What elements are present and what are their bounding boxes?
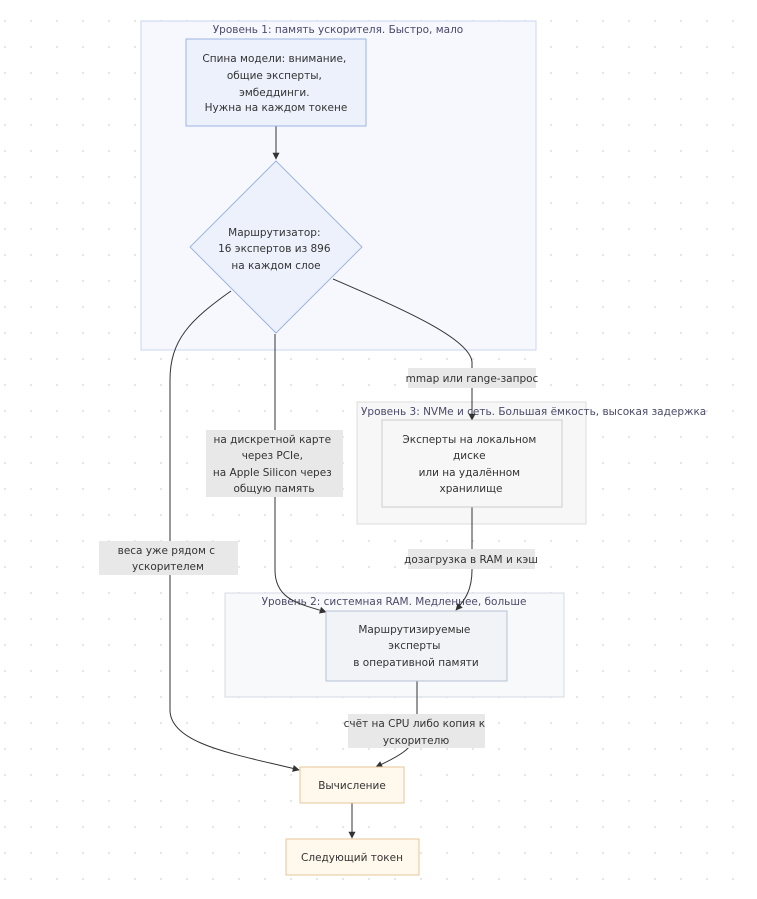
node-next-token-label: Следующий токен bbox=[301, 852, 403, 864]
node-backbone-line-4: Нужна на каждом токене bbox=[205, 102, 348, 114]
edge-label-near-line-1: веса уже рядом с bbox=[118, 545, 216, 557]
group-level3-title: Уровень 3: NVMe и сеть. Большая ёмкость,… bbox=[361, 406, 706, 418]
group-level1-title: Уровень 1: память ускорителя. Быстро, ма… bbox=[213, 24, 463, 36]
edge-label-pcie: на дискретной карте через PCIe, на Apple… bbox=[206, 430, 343, 497]
edge-label-cpu: счёт на CPU либо копия к ускорителю bbox=[344, 714, 489, 748]
edge-label-pcie-line-4: общую память bbox=[233, 483, 314, 495]
node-disk-experts-line-1: Эксперты на локальном bbox=[402, 434, 536, 446]
svg-text:на дискретной карте чере: на дискретной карте через PCIe, на Apple… bbox=[213, 434, 335, 495]
svg-text:Маршрутизатор: 16 экспер: Маршрутизатор: 16 экспертов из 896 на ка… bbox=[218, 227, 334, 272]
edge-label-pcie-line-1: на дискретной карте bbox=[214, 434, 332, 446]
svg-text:Маршрутизируемые эксперт: Маршрутизируемые эксперты в оперативной … bbox=[353, 624, 478, 669]
group-level2-title: Уровень 2: системная RAM. Медленнее, бол… bbox=[262, 596, 527, 608]
edge-disk-to-ram bbox=[455, 507, 473, 611]
edge-router-to-disk bbox=[332, 278, 476, 421]
node-next-token: Следующий токен bbox=[285, 838, 420, 876]
edge-label-mmap: mmap или range-запрос bbox=[406, 368, 539, 388]
node-backbone-line-2: общие эксперты, bbox=[227, 70, 322, 82]
node-ram-experts-line-3: в оперативной памяти bbox=[353, 657, 478, 669]
svg-text:веса уже рядом с ускорит: веса уже рядом с ускорителем bbox=[118, 545, 219, 573]
svg-text:Эксперты на локальном ди: Эксперты на локальном диске или на удалё… bbox=[402, 434, 539, 495]
svg-text:Спина модели: внимание,: Спина модели: внимание, общие эксперты, … bbox=[202, 53, 349, 114]
edge-label-cpu-line-1: счёт на CPU либо копия к bbox=[344, 718, 485, 730]
node-disk-experts-line-2: диске bbox=[453, 450, 486, 462]
node-ram-experts-line-1: Маршрутизируемые bbox=[358, 624, 470, 636]
node-router-line-1: Маршрутизатор: bbox=[228, 227, 320, 239]
edge-label-cpu-line-2: ускорителю bbox=[383, 735, 450, 747]
node-disk-experts-line-4: хранилище bbox=[440, 483, 503, 495]
node-ram-experts: Маршрутизируемые эксперты в оперативной … bbox=[325, 610, 508, 682]
edge-label-near-line-2: ускорителем bbox=[132, 561, 204, 573]
node-backbone: Спина модели: внимание, общие эксперты, … bbox=[185, 38, 367, 127]
edge-router-to-ram bbox=[274, 334, 327, 614]
node-router-line-2: 16 экспертов из 896 bbox=[218, 243, 331, 255]
node-router: Маршрутизатор: 16 экспертов из 896 на ка… bbox=[189, 160, 363, 334]
edge-router-to-compute bbox=[169, 290, 300, 772]
node-compute-label: Вычисление bbox=[318, 780, 386, 792]
svg-text:счёт на CPU либо копия к: счёт на CPU либо копия к ускорителю bbox=[344, 718, 489, 747]
edge-label-near: веса уже рядом с ускорителем bbox=[99, 541, 238, 575]
node-backbone-line-3: эмбеддинги. bbox=[239, 87, 310, 99]
edge-label-mmap-text: mmap или range-запрос bbox=[406, 373, 539, 385]
edge-label-pcie-line-2: через PCIe, bbox=[242, 450, 303, 462]
node-compute: Вычисление bbox=[299, 766, 405, 804]
edge-label-prefetch: дозагрузка в RAM и кэш bbox=[404, 549, 538, 569]
edge-label-prefetch-text: дозагрузка в RAM и кэш bbox=[404, 554, 538, 566]
edge-label-pcie-line-3: на Apple Silicon через bbox=[213, 467, 332, 479]
node-disk-experts: Эксперты на локальном диске или на удалё… bbox=[381, 419, 563, 508]
node-disk-experts-line-3: или на удалённом bbox=[419, 467, 521, 479]
node-backbone-line-1: Спина модели: внимание, bbox=[202, 53, 346, 65]
node-ram-experts-line-2: эксперты bbox=[388, 640, 440, 652]
node-router-line-3: на каждом слое bbox=[231, 260, 320, 272]
